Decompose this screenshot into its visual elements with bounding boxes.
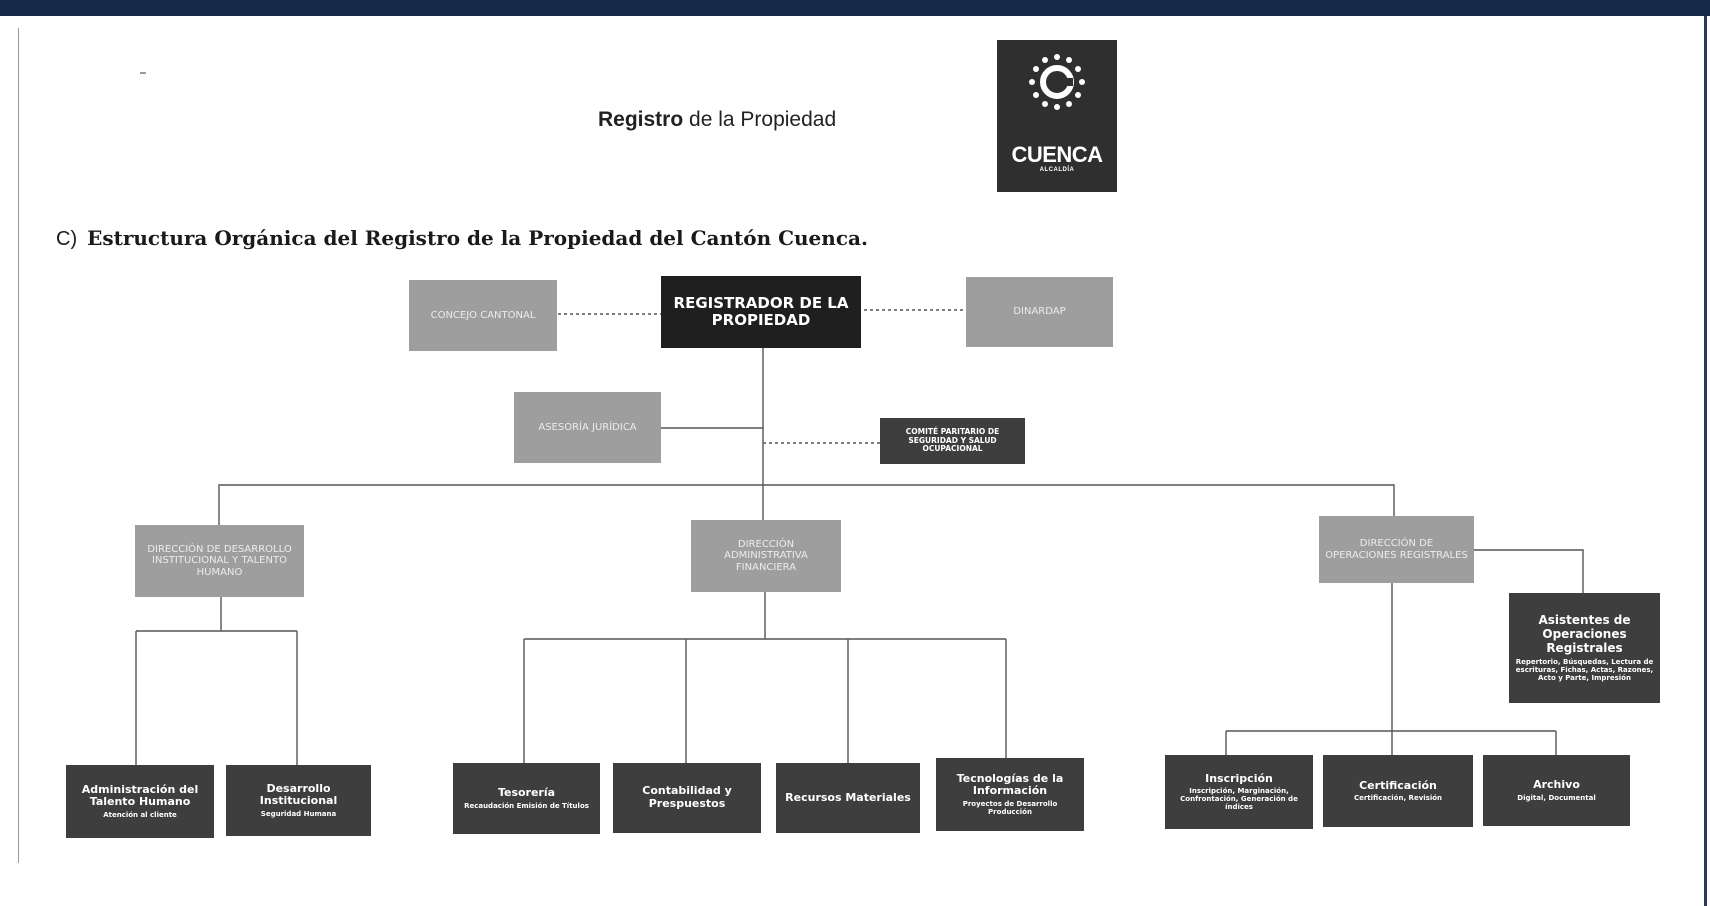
logo-name: CUENCA — [1011, 142, 1103, 167]
connector-administrativa-children — [523, 592, 1007, 763]
admin-talento-detail: Atención al cliente — [103, 811, 177, 820]
node-recursos-materiales: Recursos Materiales — [776, 763, 920, 833]
certificacion-title: Certificación — [1359, 778, 1437, 792]
header-title-rest: de la Propiedad — [683, 108, 837, 131]
tesoreria-title: Tesorería — [497, 786, 556, 800]
section-heading: C) Estructura Orgánica del Registro de la… — [56, 226, 868, 251]
logo-subtitle: ALCALDÍA — [1039, 167, 1075, 173]
page-right-border — [1704, 16, 1707, 906]
node-admin-talento: Administración del Talento Humano Atenci… — [66, 765, 214, 838]
section-marker: C) — [56, 228, 78, 250]
recursos-materiales-title: Recursos Materiales — [785, 790, 911, 804]
asistentes-detail: Repertorio, Búsquedas, Lectura de escrit… — [1515, 657, 1654, 682]
document-header: Registro de la Propiedad — [598, 108, 836, 132]
inscripcion-detail: Inscripción, Marginación, Confrontación,… — [1180, 787, 1298, 812]
contabilidad-title: Contabilidad y Prespuestos — [642, 784, 732, 810]
certificacion-detail: Certificación, Revisión — [1353, 794, 1443, 803]
top-bar — [0, 0, 1710, 16]
node-asesoria-juridica: ASESORÍA JURÍDICA — [514, 392, 661, 463]
archivo-title: Archivo — [1533, 778, 1580, 792]
node-dir-administrativa: DIRECCIÓN ADMINISTRATIVA FINANCIERA — [691, 520, 841, 592]
node-asistentes: Asistentes de Operaciones Registrales Re… — [1509, 593, 1660, 703]
scan-speck — [140, 72, 146, 74]
desarrollo-institucional-title: Desarrollo Institucional — [259, 781, 338, 808]
desarrollo-institucional-detail: Seguridad Humana — [260, 810, 337, 819]
asistentes-title: Asistentes de Operaciones Registrales — [1538, 613, 1631, 655]
page-left-border — [18, 28, 19, 863]
inscripcion-title: Inscripción — [1205, 771, 1273, 785]
node-concejo-cantonal: CONCEJO CANTONAL — [409, 280, 557, 351]
section-heading-text: Estructura Orgánica del Registro de la P… — [87, 226, 868, 250]
tecnologias-detail: Proyectos de Desarrollo Producción — [962, 800, 1058, 817]
connector-desarrollo-children — [135, 597, 298, 765]
node-comite-paritario: COMITÉ PARITARIO DE SEGURIDAD Y SALUD OC… — [880, 418, 1025, 464]
admin-talento-title: Administración del Talento Humano — [81, 782, 199, 809]
node-dir-desarrollo: DIRECCIÓN DE DESARROLLO INSTITUCIONAL Y … — [135, 525, 304, 597]
tecnologias-title: Tecnologías de la Información — [956, 771, 1064, 798]
cuenca-logo: CUENCA ALCALDÍA — [997, 40, 1117, 192]
node-tecnologias: Tecnologías de la Información Proyectos … — [936, 758, 1084, 831]
node-archivo: Archivo Digital, Documental — [1483, 755, 1630, 826]
node-certificacion: Certificación Certificación, Revisión — [1323, 755, 1473, 827]
node-desarrollo-institucional: Desarrollo Institucional Seguridad Human… — [226, 765, 371, 836]
node-dinardap: DINARDAP — [966, 277, 1113, 347]
node-inscripcion: Inscripción Inscripción, Marginación, Co… — [1165, 755, 1313, 829]
header-title-bold: Registro — [598, 108, 684, 131]
connector-directions-bus — [218, 484, 1395, 520]
logo-emblem-icon — [1029, 54, 1085, 110]
node-tesoreria: Tesorería Recaudación Emisión de Títulos — [453, 763, 600, 834]
node-contabilidad: Contabilidad y Prespuestos — [613, 763, 761, 833]
node-registrador: REGISTRADOR DE LA PROPIEDAD — [661, 276, 861, 348]
connector-operaciones-children — [1225, 583, 1557, 755]
tesoreria-detail: Recaudación Emisión de Títulos — [464, 801, 589, 810]
node-dir-operaciones: DIRECCIÓN DE OPERACIONES REGISTRALES — [1319, 516, 1474, 583]
archivo-detail: Digital, Documental — [1517, 793, 1596, 802]
connector-asistentes — [1474, 549, 1584, 593]
